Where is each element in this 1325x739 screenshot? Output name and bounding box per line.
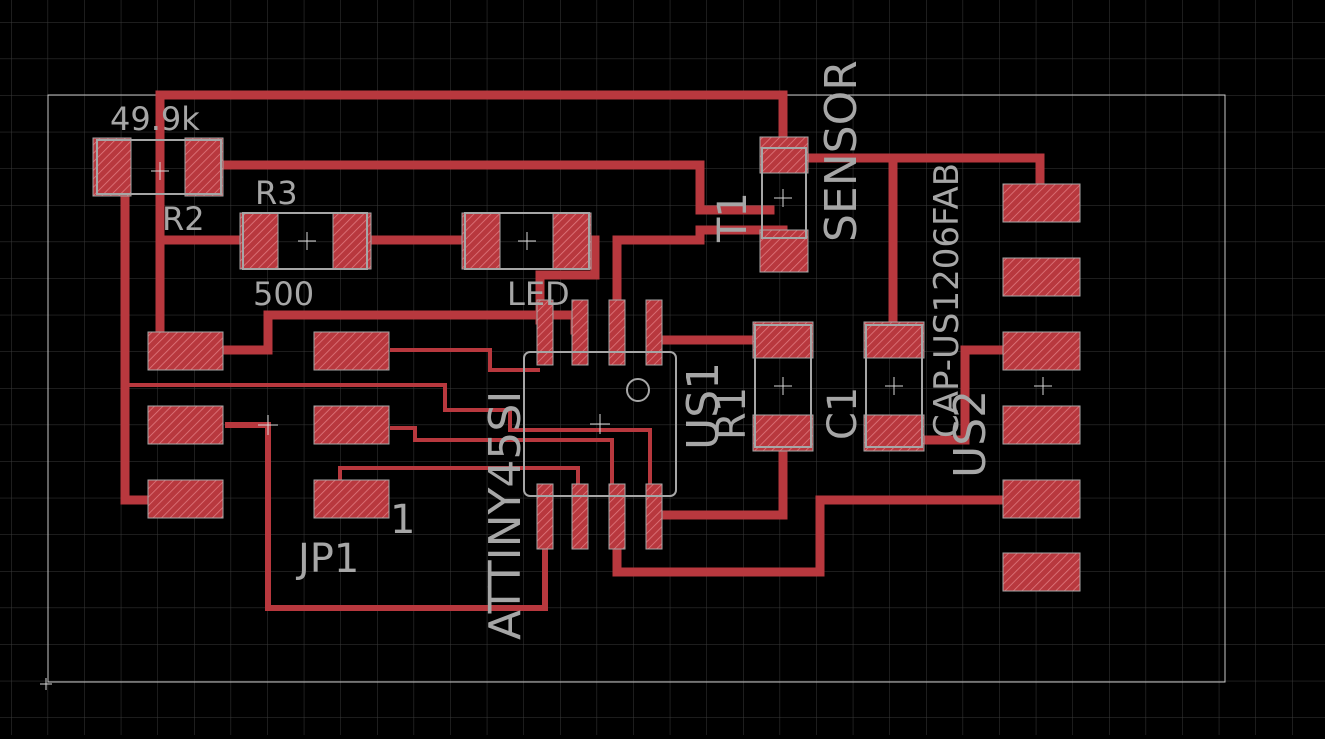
pad-ic-7[interactable]	[571, 299, 589, 366]
label-ic-name: US1	[678, 362, 729, 450]
pad-jp-a1[interactable]	[147, 331, 224, 371]
label-r1-name: R1	[709, 387, 755, 440]
pad-c1-1[interactable]	[863, 321, 925, 359]
pad-jp-a2[interactable]	[147, 405, 224, 445]
trace-jp-sck[interactable]	[125, 383, 652, 500]
label-r2-name: R2	[162, 200, 205, 238]
pad-ic-8[interactable]	[536, 299, 554, 366]
label-led-name: LED	[507, 275, 570, 313]
pad-jp-b3[interactable]	[313, 479, 390, 519]
label-ic-value: ATTINY45SI	[480, 391, 531, 640]
silk-r2	[96, 139, 222, 195]
pad-ic-2[interactable]	[571, 483, 589, 550]
pad-jp-b2[interactable]	[313, 405, 390, 445]
pad-t1-2[interactable]	[759, 229, 809, 273]
pad-ic-5[interactable]	[645, 299, 663, 366]
pad-jp-a3[interactable]	[147, 479, 224, 519]
label-r3-name: R3	[255, 174, 298, 212]
trace-t1-ic[interactable]	[612, 225, 788, 325]
pad-us2-4[interactable]	[1002, 405, 1081, 445]
pad-led-1[interactable]	[461, 212, 501, 270]
silk-ic-pin1-dot	[626, 378, 650, 402]
trace-jp-miso[interactable]	[390, 348, 540, 372]
silk-led	[464, 212, 590, 270]
pad-us2-1[interactable]	[1002, 183, 1081, 223]
trace-r1-ic[interactable]	[650, 445, 788, 520]
pad-ic-4[interactable]	[645, 483, 663, 550]
label-t1-name: T1	[710, 192, 756, 243]
trace-jp-mosi[interactable]	[390, 426, 614, 500]
pad-ic-3[interactable]	[608, 483, 626, 550]
label-header-name: US2	[945, 390, 996, 478]
pad-ic-1[interactable]	[536, 483, 554, 550]
silk-t1	[761, 147, 807, 239]
label-jp1-name: JP1	[295, 536, 359, 582]
label-r2-value: 49.9k	[110, 100, 200, 138]
trace-c1-header[interactable]	[905, 345, 1020, 445]
silk-ic-body	[523, 351, 677, 497]
trace-r2-t1[interactable]	[195, 160, 775, 215]
pad-r3-1[interactable]	[239, 212, 279, 270]
pad-led-2[interactable]	[552, 212, 592, 270]
pad-r2-2[interactable]	[184, 137, 224, 197]
pad-r1-1[interactable]	[752, 321, 814, 359]
label-r3-value: 500	[253, 275, 314, 313]
label-cap-value: CAP-US1206FAB	[927, 163, 967, 438]
label-sensor-name: SENSOR	[816, 60, 867, 242]
component-labels: 49.9k R2 R3 500 LED JP1 1 T1 SENSOR CAP-…	[110, 60, 996, 640]
pad-ic-6[interactable]	[608, 299, 626, 366]
trace-sensor-header[interactable]	[778, 153, 1045, 195]
pad-t1-1[interactable]	[759, 136, 809, 174]
label-c1-name: C1	[820, 387, 866, 440]
pad-us2-3[interactable]	[1002, 331, 1081, 371]
label-jp1-pin1: 1	[390, 497, 415, 543]
silk-r1	[754, 324, 812, 448]
pad-r2-1[interactable]	[92, 137, 132, 197]
pad-c1-2[interactable]	[863, 414, 925, 452]
silkscreen	[96, 139, 923, 497]
trace-gnd-bottom[interactable]	[225, 422, 548, 611]
silk-c1	[865, 324, 923, 448]
pads[interactable]	[92, 136, 1081, 592]
pad-r1-2[interactable]	[752, 414, 814, 452]
pad-us2-6[interactable]	[1002, 552, 1081, 592]
pad-r3-2[interactable]	[332, 212, 372, 270]
silk-r3	[242, 212, 368, 270]
pad-jp-b1[interactable]	[313, 331, 390, 371]
origin-markers	[40, 162, 1052, 690]
pad-us2-5[interactable]	[1002, 479, 1081, 519]
pad-us2-2[interactable]	[1002, 257, 1081, 297]
trace-top-loop[interactable]	[155, 90, 788, 165]
